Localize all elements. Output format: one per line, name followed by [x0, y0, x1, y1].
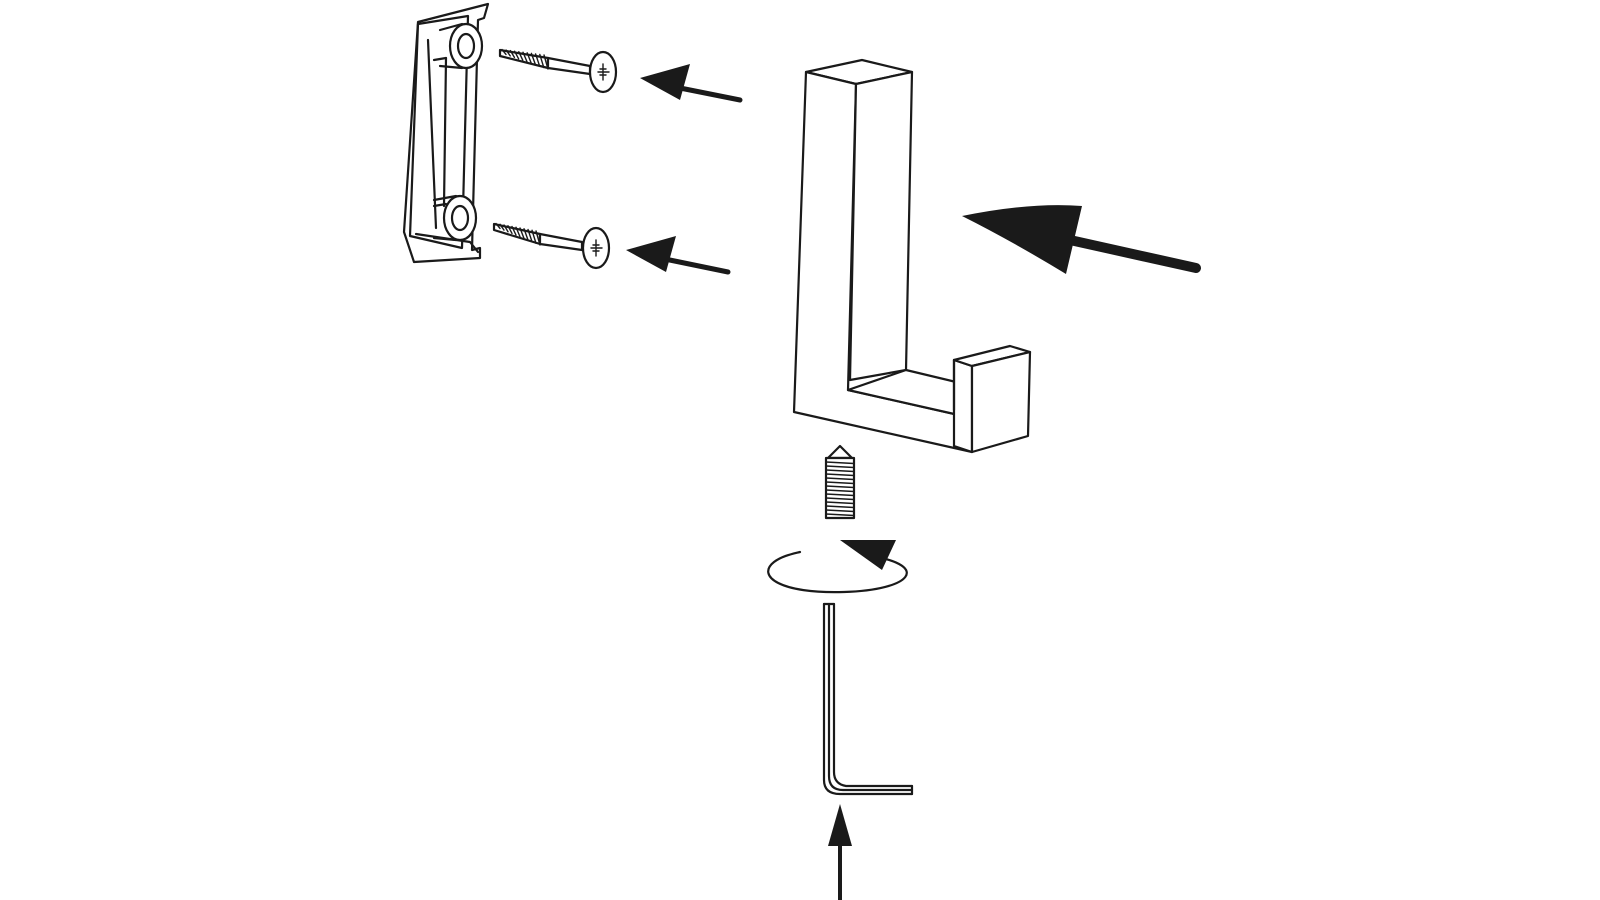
set-screw-thread	[825, 461, 855, 465]
rotation-arrow	[767, 540, 908, 594]
screw-thread	[519, 227, 525, 240]
wood-screw-upper	[498, 48, 618, 94]
screw-thread	[518, 51, 524, 61]
mounting-bracket	[402, 2, 490, 264]
screw-thread	[513, 50, 520, 60]
set-screw-thread	[825, 481, 855, 485]
screw-thread	[505, 49, 511, 57]
set-screw-thread	[825, 509, 855, 513]
wood-screw-lower	[492, 222, 611, 270]
set-screw-thread	[825, 477, 855, 481]
screw-thread	[534, 53, 541, 67]
set-screw-thread	[825, 469, 855, 473]
screw-thread	[509, 49, 516, 59]
set-screw-shank	[824, 456, 856, 520]
set-screw-thread	[825, 473, 855, 477]
screw-thread	[526, 52, 532, 64]
push-arrow	[828, 804, 852, 900]
coat-hook	[792, 58, 1032, 454]
set-screw-thread	[825, 497, 855, 501]
set-screw-thread	[825, 485, 855, 489]
set-screw-thread	[825, 465, 855, 469]
screw-thread	[527, 228, 533, 243]
screw-thread	[501, 48, 507, 56]
screw-thread	[523, 228, 529, 241]
hex-key	[822, 602, 914, 796]
screw-thread	[507, 225, 513, 235]
screw-thread	[539, 53, 545, 69]
screw-thread	[503, 224, 509, 233]
set-screw-thread	[825, 513, 855, 517]
screw-thread	[499, 223, 505, 231]
set-screw	[824, 444, 856, 520]
set-screw-thread	[825, 505, 855, 509]
insert-arrow-lower	[626, 236, 731, 275]
screw-thread	[522, 51, 528, 63]
screw-thread	[530, 52, 537, 66]
screw-thread	[515, 226, 521, 238]
screw-thread	[495, 222, 501, 230]
set-screw-thread	[825, 501, 855, 505]
set-screw-thread	[825, 493, 855, 497]
screw-thread	[531, 229, 537, 245]
screw-thread	[511, 225, 517, 236]
mount-arrow	[962, 205, 1201, 274]
set-screw-thread	[825, 489, 855, 493]
insert-arrow-upper	[640, 64, 743, 103]
